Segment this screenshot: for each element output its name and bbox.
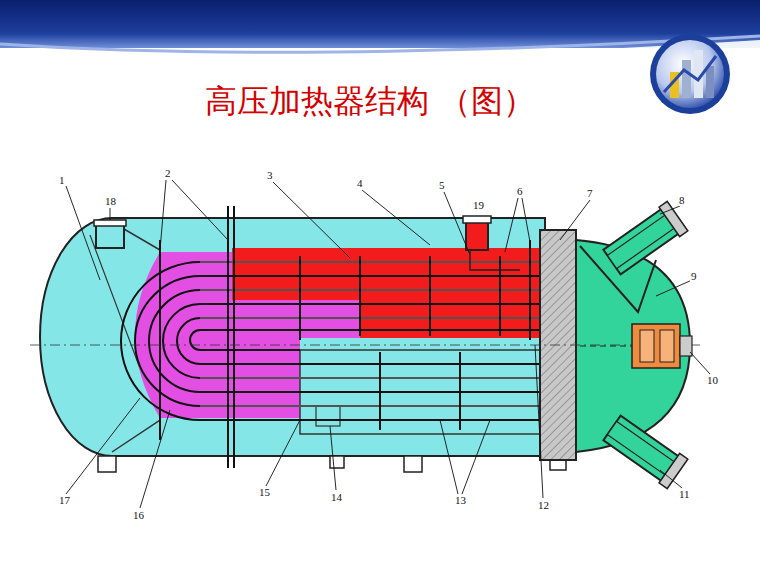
callout-number: 3 <box>266 169 274 181</box>
callout-number: 1 <box>58 174 66 186</box>
callout-number: 13 <box>454 494 467 506</box>
callout-number: 11 <box>678 488 691 500</box>
callout-number: 19 <box>472 199 485 211</box>
callout-number: 7 <box>586 187 594 199</box>
callout-number: 2 <box>164 167 172 179</box>
slide-title: 高压加热器结构 （图） <box>205 80 535 124</box>
callout-number: 9 <box>690 270 698 282</box>
callout-number: 15 <box>258 486 271 498</box>
callout-number: 10 <box>706 374 719 386</box>
callout-number: 18 <box>104 195 117 207</box>
callout-number: 14 <box>330 491 343 503</box>
callout-number: 4 <box>356 177 364 189</box>
callout-number: 6 <box>516 185 524 197</box>
callout-number: 8 <box>678 194 686 206</box>
callout-number: 5 <box>438 179 446 191</box>
callout-number: 17 <box>58 494 71 506</box>
callout-number: 12 <box>537 499 550 511</box>
callout-number: 16 <box>132 509 145 521</box>
